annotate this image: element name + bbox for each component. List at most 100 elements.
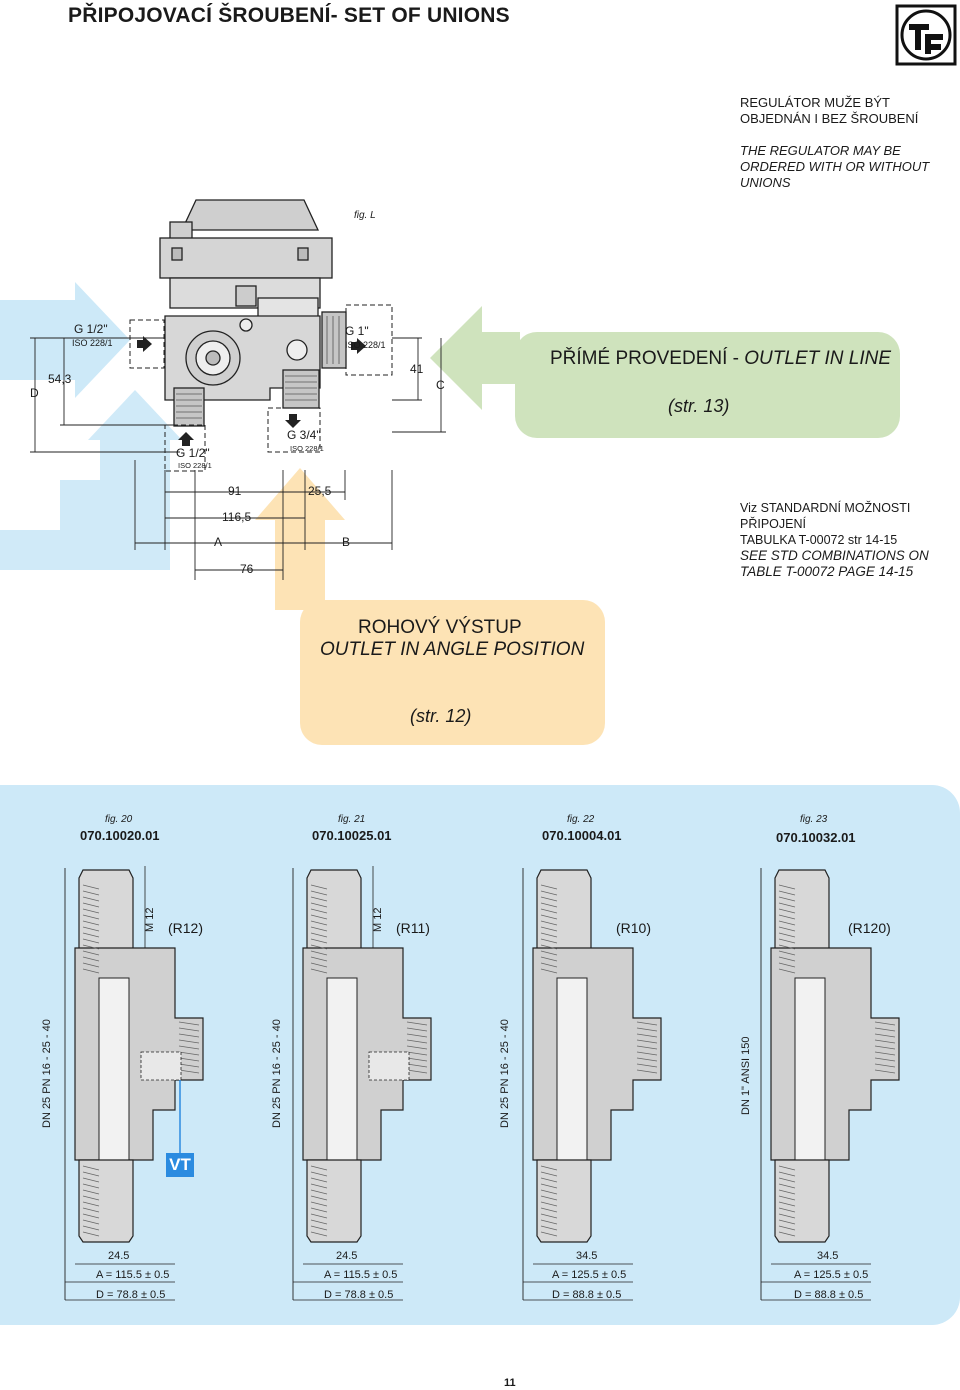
thread-hatch	[82, 920, 100, 926]
bottom-right-iso: ISO 228/1	[290, 444, 324, 453]
union-bore	[794, 977, 826, 1161]
thread-hatch	[310, 950, 328, 956]
thread-hatch	[82, 1213, 100, 1219]
thread-hatch	[82, 1189, 100, 1195]
thread-hatch	[540, 938, 558, 944]
union-width: 24.5	[336, 1250, 358, 1262]
thread-hatch	[540, 884, 558, 890]
thread-hatch	[178, 1063, 200, 1068]
thread-hatch	[310, 1189, 328, 1195]
thread-hatch	[82, 1177, 100, 1183]
thread-hatch	[310, 1195, 328, 1201]
union-body	[74, 947, 204, 1161]
union-thread: M 12	[144, 907, 156, 932]
thread-hatch	[778, 902, 796, 908]
thread-hatch	[310, 1231, 328, 1237]
bottom-right-label: G 3/4"	[287, 428, 321, 442]
thread-hatch	[540, 950, 558, 956]
viz-line: TABLE T-00072 PAGE 14-15	[740, 564, 914, 579]
thread-hatch	[178, 1057, 200, 1062]
thread-hatch	[310, 1183, 328, 1189]
thread-hatch	[540, 1213, 558, 1219]
union-bottom-nut	[306, 1159, 362, 1243]
thread-hatch	[778, 956, 796, 962]
viz-line: Viz STANDARDNÍ MOŽNOSTI PŘIPOJENÍ	[740, 501, 911, 531]
note-en-line: THE REGULATOR MAY BE	[740, 143, 901, 158]
dim-76-label: 76	[240, 562, 254, 576]
thread-hatch	[778, 914, 796, 920]
thread-hatch	[540, 1231, 558, 1237]
inlet-left-iso: ISO 228/1	[72, 338, 113, 348]
thread-hatch	[178, 1033, 200, 1038]
thread-hatch	[636, 1039, 658, 1044]
union-width: 34.5	[817, 1250, 839, 1262]
dim-255-label: 25,5	[308, 484, 332, 498]
union-fig: fig. 21	[338, 814, 366, 825]
note-en: THE REGULATOR MAY BE ORDERED WITH OR WIT…	[740, 143, 929, 191]
union-d-dim: D = 88.8 ± 0.5	[552, 1289, 622, 1301]
union-code: 070.10025.01	[312, 828, 392, 843]
thread-hatch	[82, 902, 100, 908]
note-en-line: UNIONS	[740, 175, 791, 190]
thread-hatch	[82, 1207, 100, 1213]
union-dn: DN 1" ANSI 150	[740, 1036, 752, 1116]
thread-hatch	[778, 1225, 796, 1231]
union-width: 24.5	[108, 1250, 130, 1262]
thread-hatch	[82, 932, 100, 938]
thread-hatch	[636, 1027, 658, 1032]
thread-hatch	[636, 1063, 658, 1068]
thread-hatch	[778, 932, 796, 938]
outlet-in-line-panel	[515, 332, 900, 438]
dim-1165-label: 116,5	[222, 510, 252, 524]
viz-line: TABULKA T-00072 str 14-15	[740, 533, 898, 547]
thread-hatch	[310, 908, 328, 914]
thread-hatch	[82, 956, 100, 962]
vt-badge: VT	[166, 1153, 194, 1177]
union-fig: fig. 22	[567, 814, 595, 825]
thread-hatch	[540, 1201, 558, 1207]
thread-hatch	[82, 896, 100, 902]
thread-hatch	[778, 1207, 796, 1213]
thread-hatch	[406, 1069, 428, 1074]
thread-hatch	[778, 1189, 796, 1195]
thread-hatch	[310, 914, 328, 920]
outlet-angle-panel	[300, 600, 605, 745]
company-logo-icon	[895, 4, 957, 66]
thread-hatch	[540, 926, 558, 932]
fig-l-label: fig. L	[354, 210, 376, 221]
thread-hatch	[778, 1183, 796, 1189]
thread-hatch	[310, 902, 328, 908]
union-bore	[326, 977, 358, 1161]
thread-hatch	[540, 944, 558, 950]
thread-hatch	[82, 1195, 100, 1201]
thread-hatch	[310, 932, 328, 938]
note-cz: REGULÁTOR MUŽE BÝT OBJEDNÁN I BEZ ŠROUBE…	[740, 95, 918, 127]
thread-hatch	[406, 1027, 428, 1032]
thread-hatch	[82, 944, 100, 950]
thread-hatch	[310, 1201, 328, 1207]
outlet-angle-page: (str. 12)	[410, 706, 472, 726]
thread-hatch	[778, 938, 796, 944]
thread-hatch	[310, 1171, 328, 1177]
page-number: 11	[504, 1377, 516, 1389]
union-ref: (R12)	[168, 920, 204, 936]
thread-hatch	[540, 956, 558, 962]
thread-hatch	[82, 1219, 100, 1225]
thread-hatch	[406, 1033, 428, 1038]
thread-hatch	[82, 950, 100, 956]
thread-hatch	[778, 1165, 796, 1171]
thread-hatch	[310, 1165, 328, 1171]
thread-hatch	[406, 1051, 428, 1056]
thread-hatch	[874, 1027, 896, 1032]
thread-hatch	[406, 1045, 428, 1050]
page-title: PŘIPOJOVACÍ ŠROUBENÍ- SET OF UNIONS	[68, 4, 510, 27]
thread-hatch	[310, 956, 328, 962]
thread-hatch	[540, 902, 558, 908]
thread-hatch	[540, 1183, 558, 1189]
union-thread: M 12	[372, 907, 384, 932]
outlet-top-label: G 1"	[345, 324, 369, 338]
outlet-in-line-sep: -	[727, 348, 745, 369]
thread-hatch	[778, 1219, 796, 1225]
thread-hatch	[636, 1051, 658, 1056]
thread-hatch	[778, 1195, 796, 1201]
